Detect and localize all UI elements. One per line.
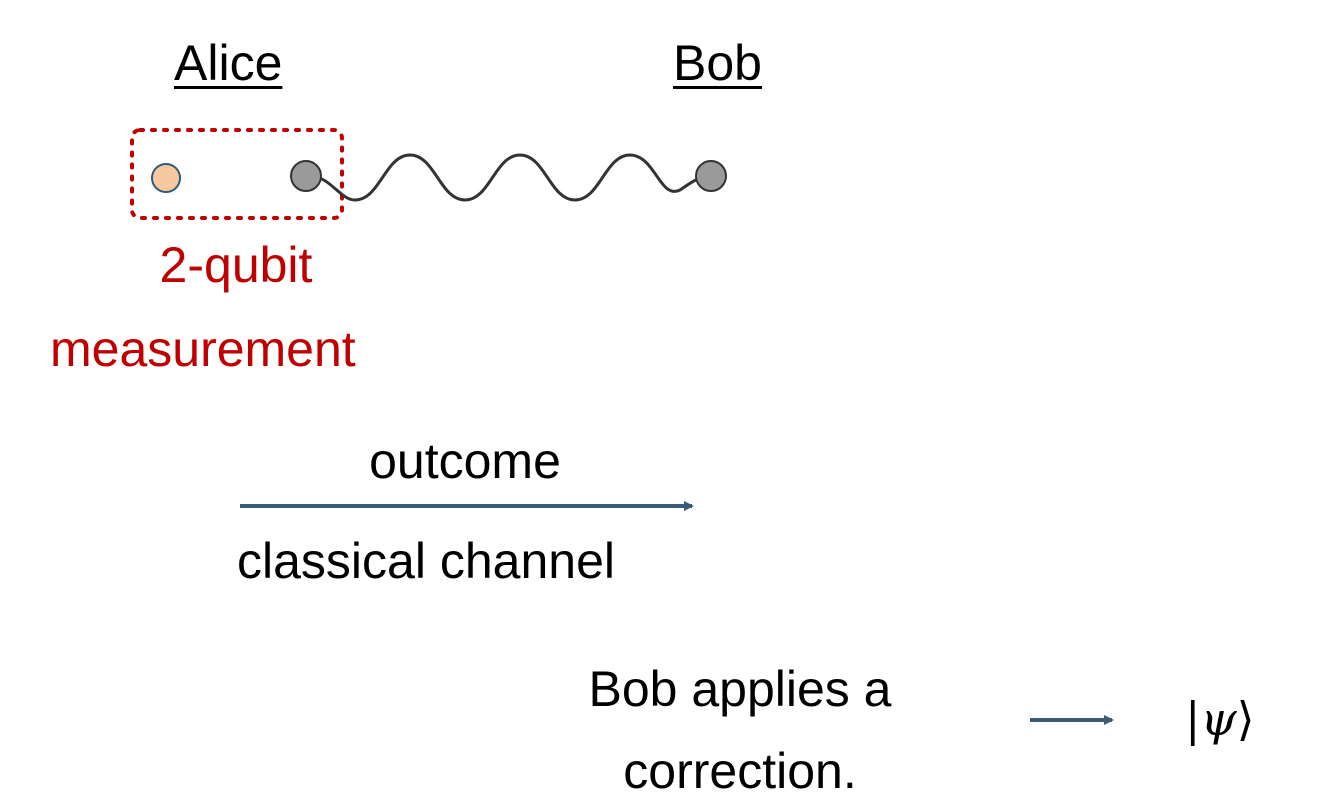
measurement-box xyxy=(130,128,344,220)
ket-right-angle: ⟩ xyxy=(1236,692,1255,746)
bob-heading: Bob xyxy=(673,35,762,91)
channel-top-label: outcome xyxy=(369,433,561,489)
bob-entangled-qubit xyxy=(695,160,727,192)
psi-symbol: ψ xyxy=(1200,692,1237,746)
correction-text-line2: correction. xyxy=(623,743,857,799)
alice-heading: Alice xyxy=(174,35,283,91)
channel-bottom-label: classical channel xyxy=(237,533,615,589)
entanglement-wave xyxy=(309,153,711,202)
measurement-label-line2: measurement xyxy=(50,321,356,377)
alice-input-qubit xyxy=(151,163,181,193)
ket-left-bar: | xyxy=(1185,692,1201,746)
measurement-label-line1: 2-qubit xyxy=(159,237,313,293)
alice-entangled-qubit xyxy=(290,160,322,192)
correction-text-line1: Bob applies a xyxy=(588,661,892,717)
result-state-ket: |ψ⟩ xyxy=(1185,692,1255,746)
